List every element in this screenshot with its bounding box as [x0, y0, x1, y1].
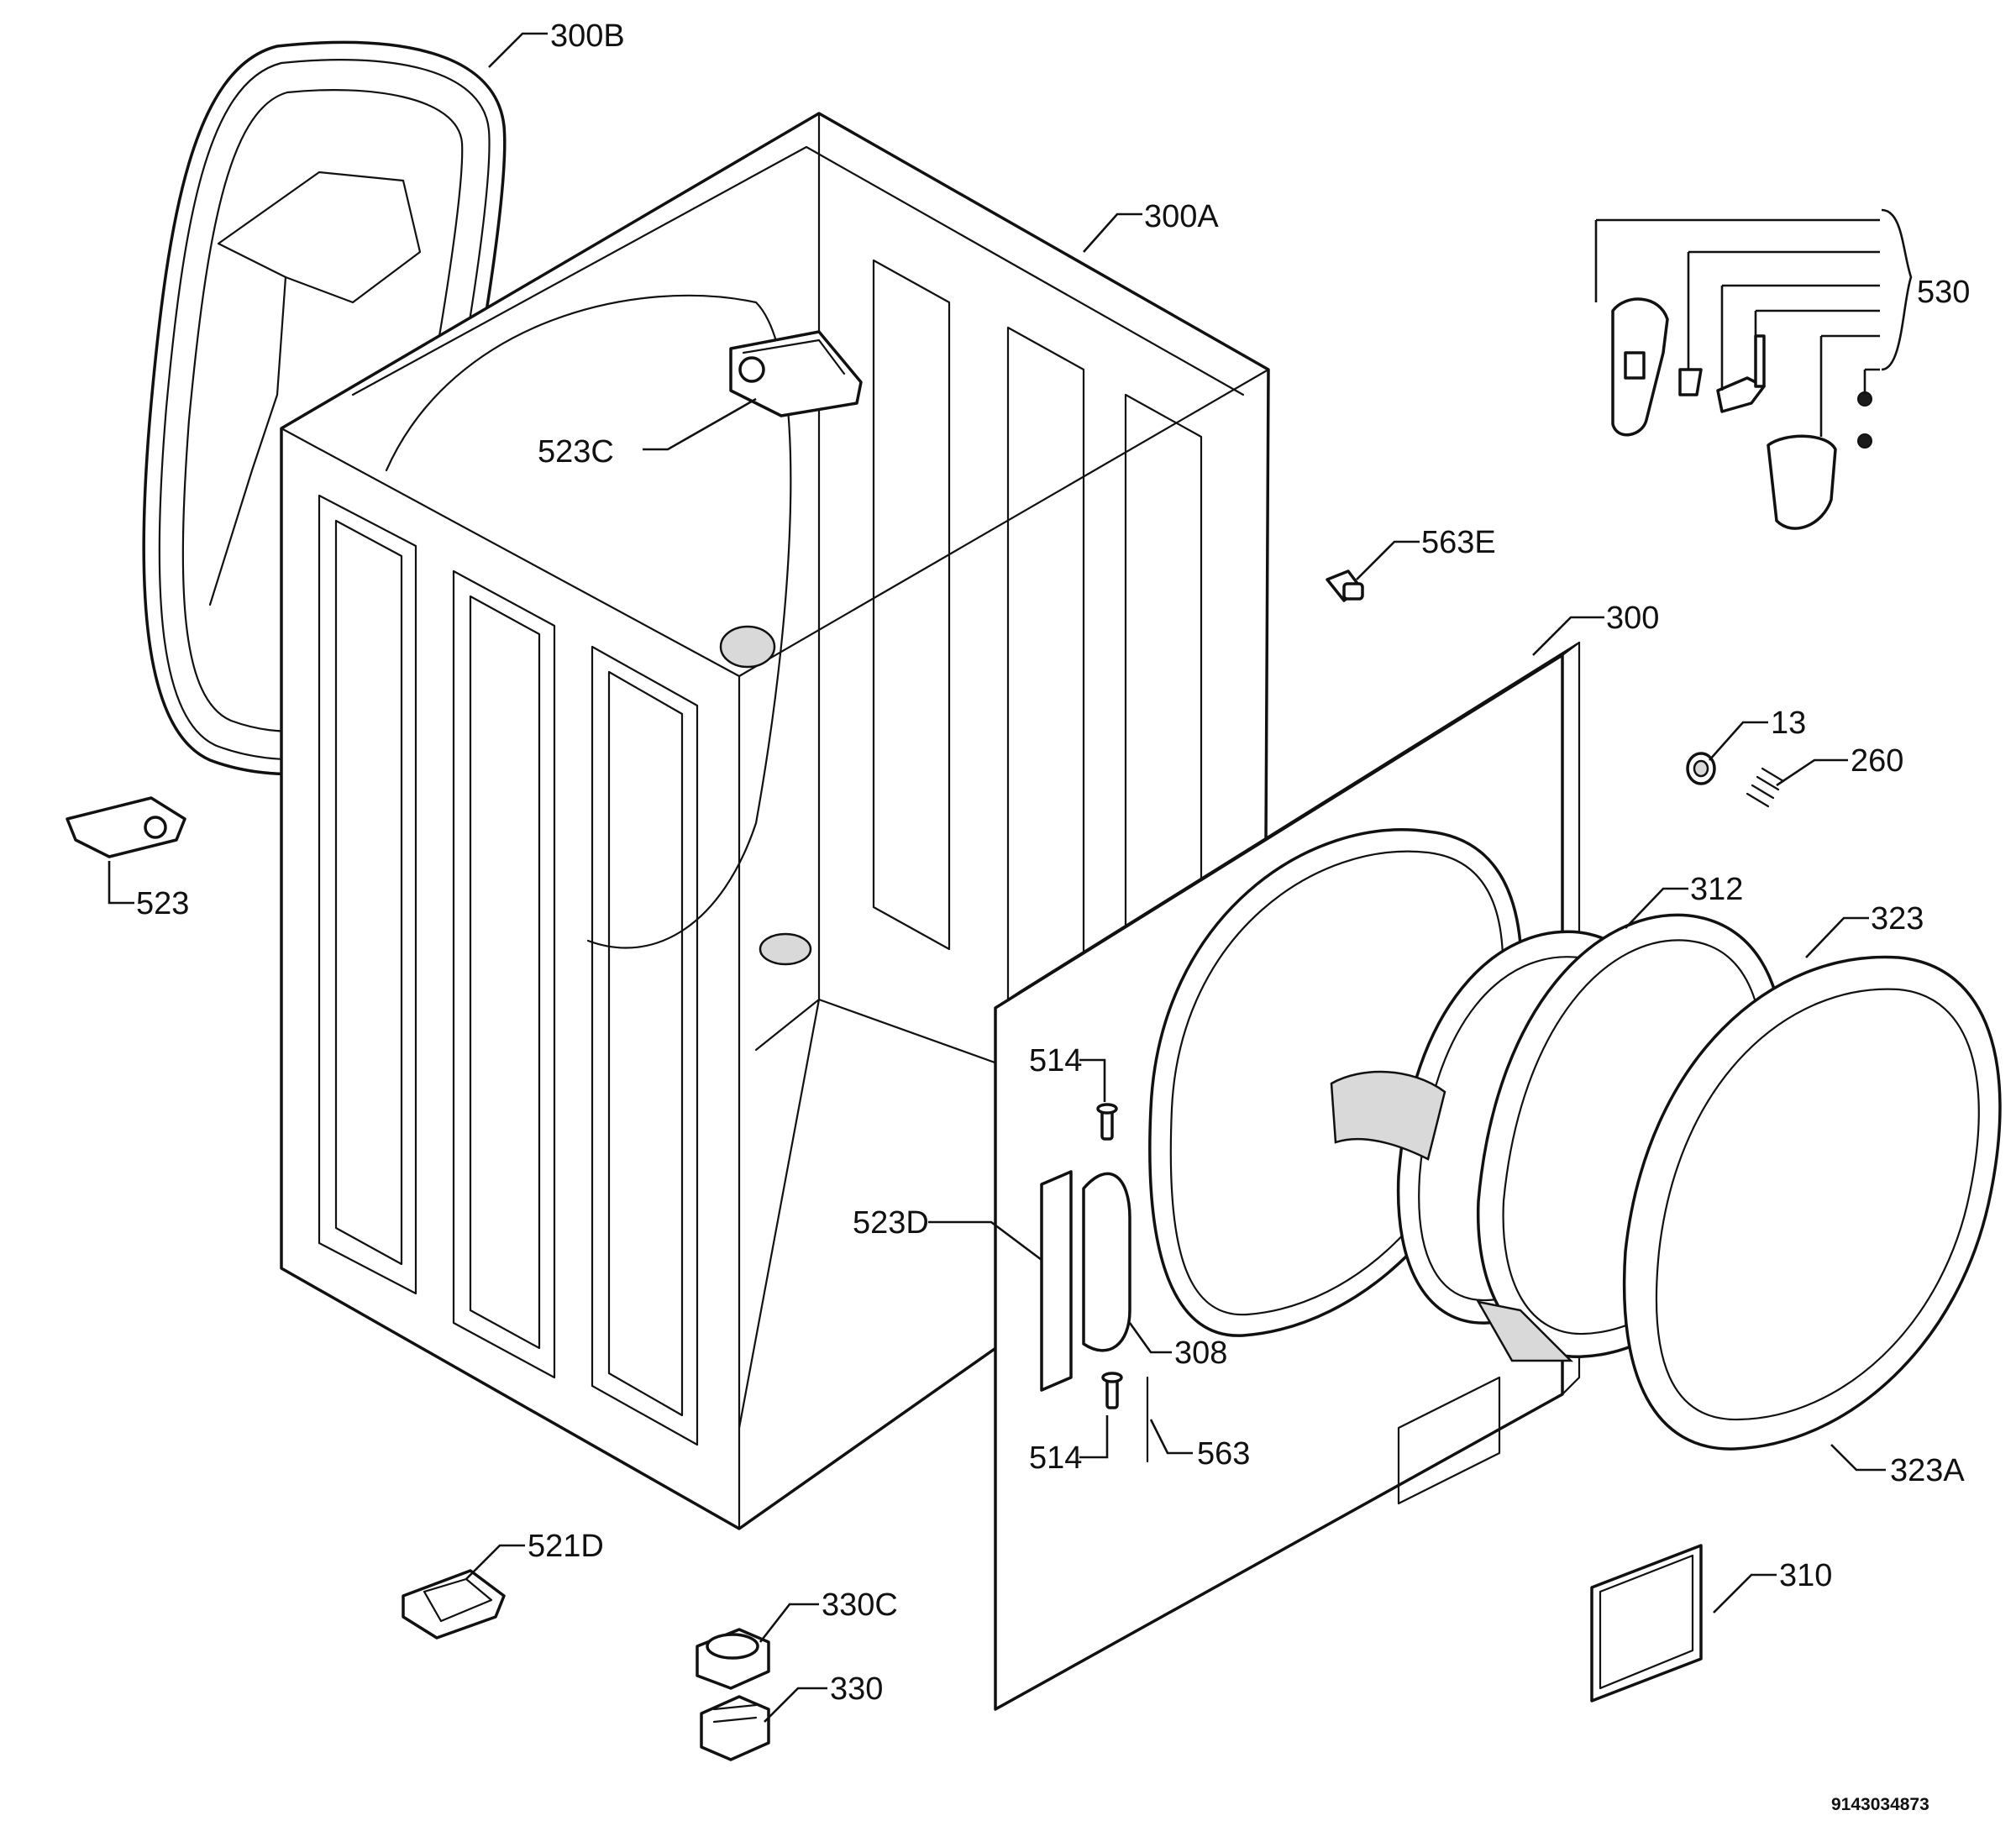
foot-521D: [402, 1569, 506, 1640]
hinge-bracket: [729, 330, 863, 417]
handle-assembly: [1611, 297, 1872, 530]
callout-523D: 523D: [853, 1205, 929, 1241]
hinge-pin-563E: [1326, 569, 1364, 602]
bushing-13: [1686, 752, 1716, 785]
pin-upper: [1096, 1103, 1118, 1141]
callout-300A: 300A: [1144, 199, 1219, 234]
callout-514-upper: 514: [1029, 1043, 1082, 1078]
callout-523C: 523C: [538, 434, 614, 470]
callout-530: 530: [1917, 275, 1970, 310]
callout-310: 310: [1779, 1558, 1832, 1593]
foot-330: [700, 1695, 770, 1761]
callout-312: 312: [1690, 872, 1743, 907]
foot-330C: [696, 1628, 770, 1690]
callout-330C: 330C: [822, 1587, 898, 1623]
callout-300B: 300B: [550, 18, 625, 54]
bracket-523: [66, 796, 186, 858]
callout-300: 300: [1606, 601, 1659, 636]
flap-310: [1590, 1544, 1703, 1703]
spring-260: [1746, 767, 1785, 808]
callout-260: 260: [1851, 743, 1903, 779]
door-outer-ring: [1622, 955, 2002, 1451]
leader-lines: [108, 32, 1913, 1723]
callout-563E: 563E: [1421, 525, 1496, 560]
callout-labels: 300B 300A 530 523C 563E 300 13 260 523 3…: [136, 18, 1970, 1814]
callout-563: 563: [1197, 1436, 1250, 1472]
document-number: 9143034873: [1831, 1795, 1929, 1814]
callout-323A: 323A: [1890, 1453, 1965, 1488]
door-lock: [1040, 1170, 1131, 1392]
callout-521D: 521D: [528, 1529, 604, 1564]
callout-523: 523: [136, 886, 189, 921]
pin-lower: [1101, 1372, 1123, 1409]
callout-308: 308: [1174, 1335, 1227, 1371]
callout-330: 330: [830, 1671, 883, 1707]
callout-323: 323: [1871, 901, 1924, 937]
callout-13: 13: [1771, 706, 1806, 741]
callout-514-lower: 514: [1029, 1440, 1082, 1476]
